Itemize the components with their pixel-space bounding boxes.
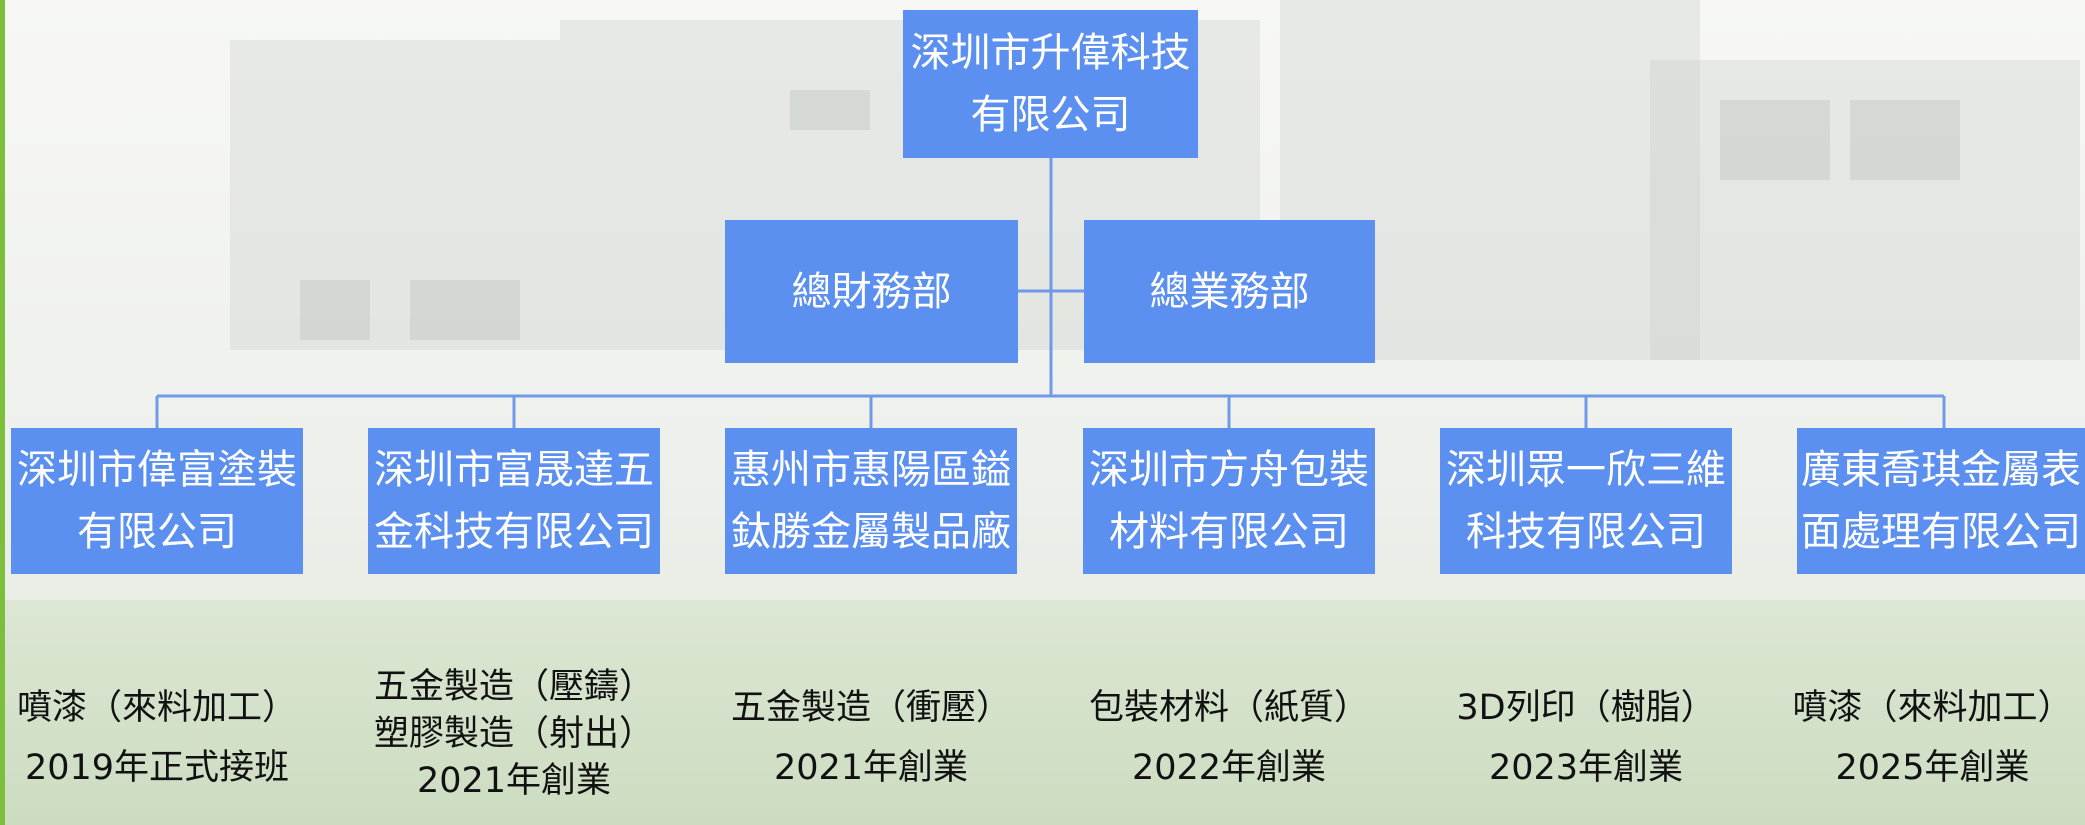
company-box-6: 廣東喬琪金屬表 面處理有限公司 — [1797, 428, 2085, 574]
department-box-sales: 總業務部 — [1084, 220, 1375, 363]
company-description-5: 3D列印（樹脂） 2023年創業 — [1456, 688, 1716, 788]
department-box-finance: 總財務部 — [725, 220, 1018, 363]
company-box-4: 深圳市方舟包裝 材料有限公司 — [1083, 428, 1375, 574]
company-name: 廣東喬琪金屬表 面處理有限公司 — [1801, 447, 2081, 555]
company-description-2: 五金製造（壓鑄） 塑膠製造（射出） 2021年創業 — [373, 667, 654, 801]
top-company-name: 深圳市升偉科技 有限公司 — [910, 30, 1191, 138]
company-name: 深圳眾一欣三維 科技有限公司 — [1446, 447, 1726, 555]
company-name: 深圳市偉富塗裝 有限公司 — [17, 447, 297, 555]
company-box-1: 深圳市偉富塗裝 有限公司 — [11, 428, 303, 574]
company-box-3: 惠州市惠陽區鎰 鈦勝金屬製品廠 — [725, 428, 1017, 574]
company-name: 深圳市方舟包裝 材料有限公司 — [1089, 447, 1369, 555]
top-company-box: 深圳市升偉科技 有限公司 — [903, 10, 1198, 158]
department-name: 總業務部 — [1149, 268, 1310, 315]
company-description-4: 包裝材料（紙質） 2022年創業 — [1088, 688, 1369, 788]
company-description-1: 噴漆（來料加工） 2019年正式接班 — [16, 688, 297, 788]
accent-bar — [0, 0, 5, 825]
company-name: 深圳市富晟達五 金科技有限公司 — [374, 447, 654, 555]
company-description-3: 五金製造（衝壓） 2021年創業 — [730, 688, 1011, 788]
company-name: 惠州市惠陽區鎰 鈦勝金屬製品廠 — [731, 447, 1011, 555]
department-name: 總財務部 — [791, 268, 952, 315]
company-description-6: 噴漆（來料加工） 2025年創業 — [1792, 688, 2073, 788]
company-box-5: 深圳眾一欣三維 科技有限公司 — [1440, 428, 1732, 574]
company-box-2: 深圳市富晟達五 金科技有限公司 — [368, 428, 660, 574]
